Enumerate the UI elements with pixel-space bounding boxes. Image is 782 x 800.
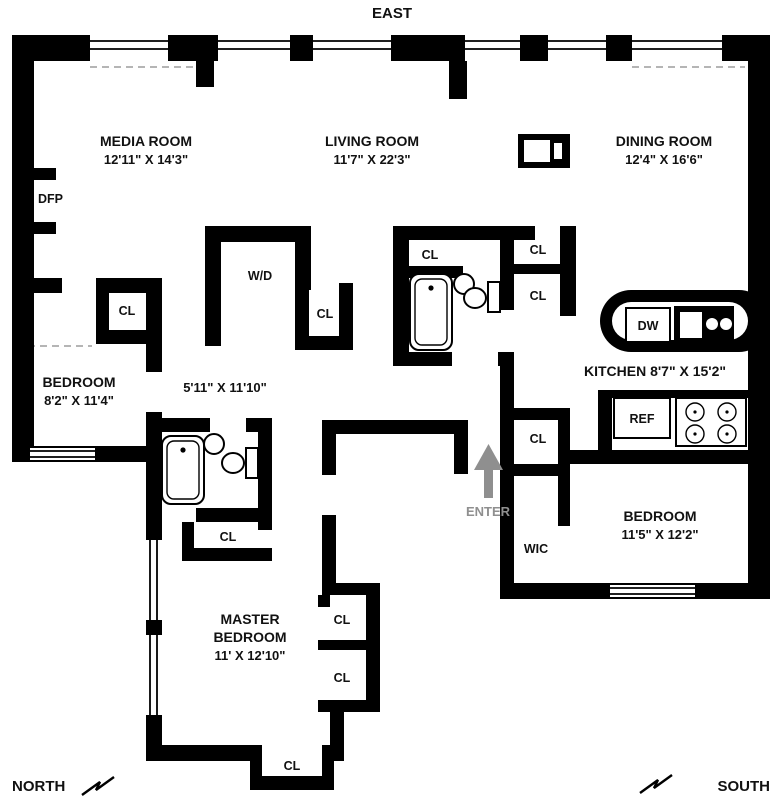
kitchen-sink-basin (680, 312, 702, 338)
stove-burners (685, 402, 737, 444)
media-room-name: MEDIA ROOM (100, 133, 192, 149)
door-opening (146, 352, 498, 522)
dining-room-dims: 12'4" X 16'6" (625, 152, 703, 167)
sink-knob (720, 318, 732, 330)
closet-label: CL (119, 304, 136, 318)
master-bedroom-dims: 11' X 12'10" (215, 648, 286, 663)
fireplace-inner (524, 140, 550, 162)
labels: EAST NORTH SOUTH MEDIA ROOM 12'11" X 14'… (12, 5, 770, 795)
living-room-name: LIVING ROOM (325, 133, 419, 149)
dishwasher-label: DW (638, 319, 659, 333)
media-room-dims: 12'11" X 14'3" (104, 152, 188, 167)
toilet (463, 281, 501, 313)
closet-label: CL (284, 759, 301, 773)
closet-label: CL (334, 613, 351, 627)
compass-north: NORTH (12, 778, 65, 795)
dfp-label: DFP (38, 192, 63, 206)
sink-knob (706, 318, 718, 330)
closet-label: CL (334, 671, 351, 685)
kitchen-label: KITCHEN 8'7" X 15'2" (584, 363, 726, 379)
closet-label: CL (220, 530, 237, 544)
fixtures (161, 140, 748, 505)
hall-dims: 5'11" X 11'10" (183, 380, 267, 395)
closet-label: CL (530, 289, 547, 303)
master-bedroom-name-line1: MASTER (220, 611, 279, 627)
living-room-dims: 11'7" X 22'3" (333, 152, 410, 167)
compass-east: EAST (372, 5, 412, 22)
dishwasher-box (625, 307, 671, 343)
stove (675, 397, 747, 447)
window (90, 36, 722, 59)
bathtub (409, 273, 453, 351)
refrigerator-label: REF (630, 412, 655, 426)
dining-room-name: DINING ROOM (616, 133, 712, 149)
washer-dryer-label: W/D (248, 269, 272, 283)
enter-arrow-icon (474, 444, 503, 498)
closet-label: CL (317, 307, 334, 321)
bedroom-right-dims: 11'5" X 12'2" (621, 527, 698, 542)
refrigerator-box (613, 397, 671, 439)
toilet (221, 447, 259, 479)
bathroom-sink (203, 433, 225, 455)
closet-label: CL (530, 432, 547, 446)
bedroom-left-name: BEDROOM (42, 374, 115, 390)
window (610, 585, 695, 597)
bedroom-right-name: BEDROOM (623, 508, 696, 524)
compass-south: SOUTH (718, 778, 771, 795)
windows-and-doors (30, 36, 722, 715)
window (30, 448, 95, 460)
closet-label: CL (530, 243, 547, 257)
closet-label: CL (422, 248, 439, 262)
break-mark-icon (81, 774, 673, 796)
bedroom-left-dims: 8'2" X 11'4" (44, 393, 114, 408)
master-bedroom-name-line2: BEDROOM (213, 629, 286, 645)
window (146, 540, 162, 715)
enter-label: ENTER (466, 504, 511, 519)
wic-label: WIC (524, 542, 548, 556)
fireplace-slot (554, 143, 562, 159)
bathtub (161, 435, 205, 505)
